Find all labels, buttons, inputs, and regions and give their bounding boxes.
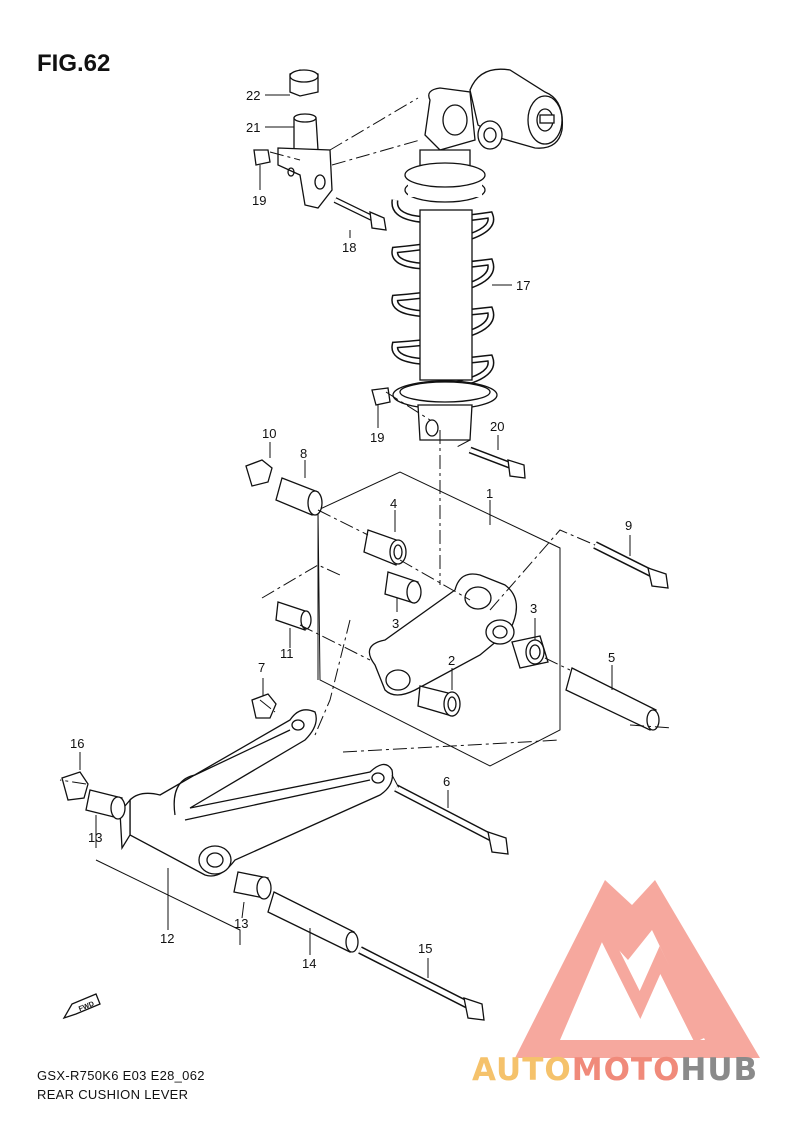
bearing-3-right — [511, 635, 549, 669]
callouts: 22 21 19 18 17 19 20 10 8 1 4 9 3 3 11 2… — [70, 88, 632, 971]
watermark-logo-icon — [515, 880, 760, 1058]
fwd-arrow-icon: FWD — [62, 993, 101, 1020]
callout-18: 18 — [342, 240, 356, 255]
watermark-moto: MOTO — [571, 1052, 681, 1088]
figure-title: FIG.62 — [37, 50, 111, 77]
callout-12: 12 — [160, 931, 174, 946]
model-code: GSX-R750K6 E03 E28_062 — [37, 1068, 205, 1083]
callout-22: 22 — [246, 88, 260, 103]
spacer-11 — [275, 601, 312, 631]
nut-16 — [61, 771, 89, 801]
callout-13-left: 13 — [88, 830, 102, 845]
callout-19-lower: 19 — [370, 430, 384, 445]
shaft-5 — [565, 667, 660, 731]
watermark-hub: HUB — [680, 1052, 759, 1088]
cushion-rod — [119, 709, 394, 877]
bolt-20 — [468, 446, 526, 479]
upper-bracket — [277, 69, 333, 209]
callout-13-right: 13 — [234, 916, 248, 931]
bolt-15 — [358, 946, 485, 1021]
bearing-2 — [417, 685, 461, 717]
bearing-13-right — [233, 871, 272, 900]
callout-2: 2 — [448, 653, 455, 668]
callout-15: 15 — [418, 941, 432, 956]
bearing-4 — [363, 529, 407, 566]
callout-16: 16 — [70, 736, 84, 751]
bearing-13-left — [85, 789, 126, 820]
rear-shock-absorber — [391, 68, 564, 441]
shaft-14 — [267, 891, 359, 953]
callout-8: 8 — [300, 446, 307, 461]
spacer-8 — [275, 477, 323, 516]
callout-20: 20 — [490, 419, 504, 434]
callout-9: 9 — [625, 518, 632, 533]
nut-19-upper — [253, 149, 271, 166]
callout-1: 1 — [486, 486, 493, 501]
diagram-caption: REAR CUSHION LEVER — [37, 1087, 189, 1102]
callout-17: 17 — [516, 278, 530, 293]
callout-6: 6 — [443, 774, 450, 789]
callout-7: 7 — [258, 660, 265, 675]
callout-3-right: 3 — [530, 601, 537, 616]
nut-10 — [245, 459, 273, 487]
bolt-9 — [593, 541, 669, 589]
callout-14: 14 — [302, 956, 316, 971]
nut-7 — [251, 693, 277, 719]
callout-10: 10 — [262, 426, 276, 441]
callout-19-upper: 19 — [252, 193, 266, 208]
callout-21: 21 — [246, 120, 260, 135]
cushion-lever — [368, 573, 517, 696]
bearing-3-left — [384, 571, 422, 604]
watermark-auto: AUTO — [472, 1052, 572, 1088]
watermark-text: AUTOMOTOHUB — [472, 1052, 758, 1088]
bolt-6 — [394, 784, 509, 855]
nut-19-lower — [371, 387, 391, 406]
callout-3-left: 3 — [392, 616, 399, 631]
callout-5: 5 — [608, 650, 615, 665]
cushion-lever-assembly-outline — [317, 471, 561, 767]
callout-11: 11 — [280, 646, 294, 661]
callout-4: 4 — [390, 496, 397, 511]
bolt-18 — [333, 197, 387, 231]
